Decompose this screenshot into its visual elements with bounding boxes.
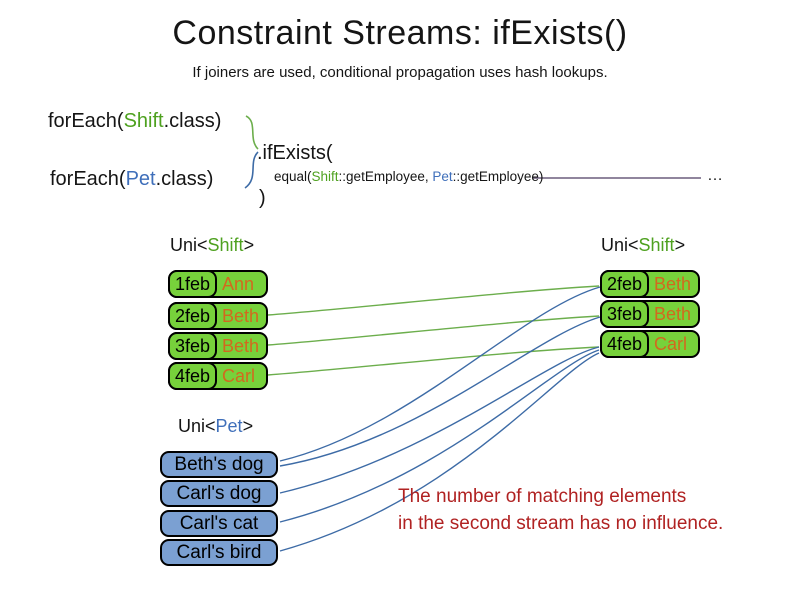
code-foreach-shift: forEach(Shift.class) xyxy=(48,110,221,133)
label-text: Uni< xyxy=(170,235,208,255)
right-shift-table-label: Uni<Shift> xyxy=(601,235,685,256)
employee-cell: Carl xyxy=(654,333,688,354)
continuation-ellipsis: … xyxy=(707,167,723,184)
date-cell: 1feb xyxy=(168,270,217,298)
pet-table-label: Uni<Pet> xyxy=(178,416,253,437)
subtitle: If joiners are used, conditional propaga… xyxy=(192,64,608,81)
list-item: Carl's bird xyxy=(160,539,278,566)
code-text: forEach( xyxy=(50,168,126,190)
shift-class-token: Shift xyxy=(638,235,675,255)
label-text: > xyxy=(674,235,686,255)
employee-cell: Beth xyxy=(222,335,260,356)
date-cell: 3feb xyxy=(600,300,649,328)
shift-class-token: Shift xyxy=(311,169,339,184)
employee-cell: Carl xyxy=(222,365,256,386)
label-text: Uni< xyxy=(601,235,639,255)
note-text: The number of matching elements in the s… xyxy=(398,483,723,537)
code-ifexists: .ifExists( xyxy=(257,142,333,164)
date-cell: 3feb xyxy=(168,332,217,360)
note-line-1: The number of matching elements xyxy=(398,486,687,507)
pet-class-token: Pet xyxy=(125,168,156,190)
code-equal-joiner: equal(Shift::getEmployee, Pet::getEmploy… xyxy=(274,169,543,184)
code-text: ::getEmployee, xyxy=(338,169,433,184)
employee-cell: Beth xyxy=(654,273,692,294)
date-cell: 4feb xyxy=(168,362,217,390)
pet-class-token: Pet xyxy=(215,416,243,436)
code-text: forEach( xyxy=(48,110,124,132)
connector-beths-dog-to-right3feb xyxy=(279,316,601,467)
code-close-paren: ) xyxy=(259,187,266,209)
page-title: Constraint Streams: ifExists() xyxy=(172,14,628,52)
employee-cell: Beth xyxy=(654,303,692,324)
connector-left2feb-to-right2feb xyxy=(267,285,600,316)
code-text: .class) xyxy=(163,110,222,132)
date-cell: 2feb xyxy=(168,302,217,330)
connector-left4feb-to-right4feb xyxy=(267,346,600,376)
list-item: Beth's dog xyxy=(160,451,278,478)
list-item: Carl's dog xyxy=(160,480,278,507)
label-text: > xyxy=(242,416,254,436)
list-item: Carl's cat xyxy=(160,510,278,537)
label-text: > xyxy=(243,235,255,255)
pet-class-token: Pet xyxy=(432,169,453,184)
connector-beths-dog-to-right2feb xyxy=(279,286,601,462)
code-text: ::getEmployee) xyxy=(452,169,544,184)
connector-left3feb-to-right3feb xyxy=(267,315,600,346)
label-text: Uni< xyxy=(178,416,216,436)
code-text: .class) xyxy=(155,168,214,190)
employee-cell: Beth xyxy=(222,305,260,326)
code-foreach-pet: forEach(Pet.class) xyxy=(50,168,213,191)
connector-carls-dog-to-right4feb xyxy=(279,346,600,494)
date-cell: 4feb xyxy=(600,330,649,358)
code-text: equal( xyxy=(274,169,312,184)
shift-class-token: Shift xyxy=(207,235,244,255)
date-cell: 2feb xyxy=(600,270,649,298)
left-shift-table-label: Uni<Shift> xyxy=(170,235,254,256)
note-line-2: in the second stream has no influence. xyxy=(398,513,724,534)
shift-class-token: Shift xyxy=(123,110,164,132)
employee-cell: Ann xyxy=(222,273,255,294)
